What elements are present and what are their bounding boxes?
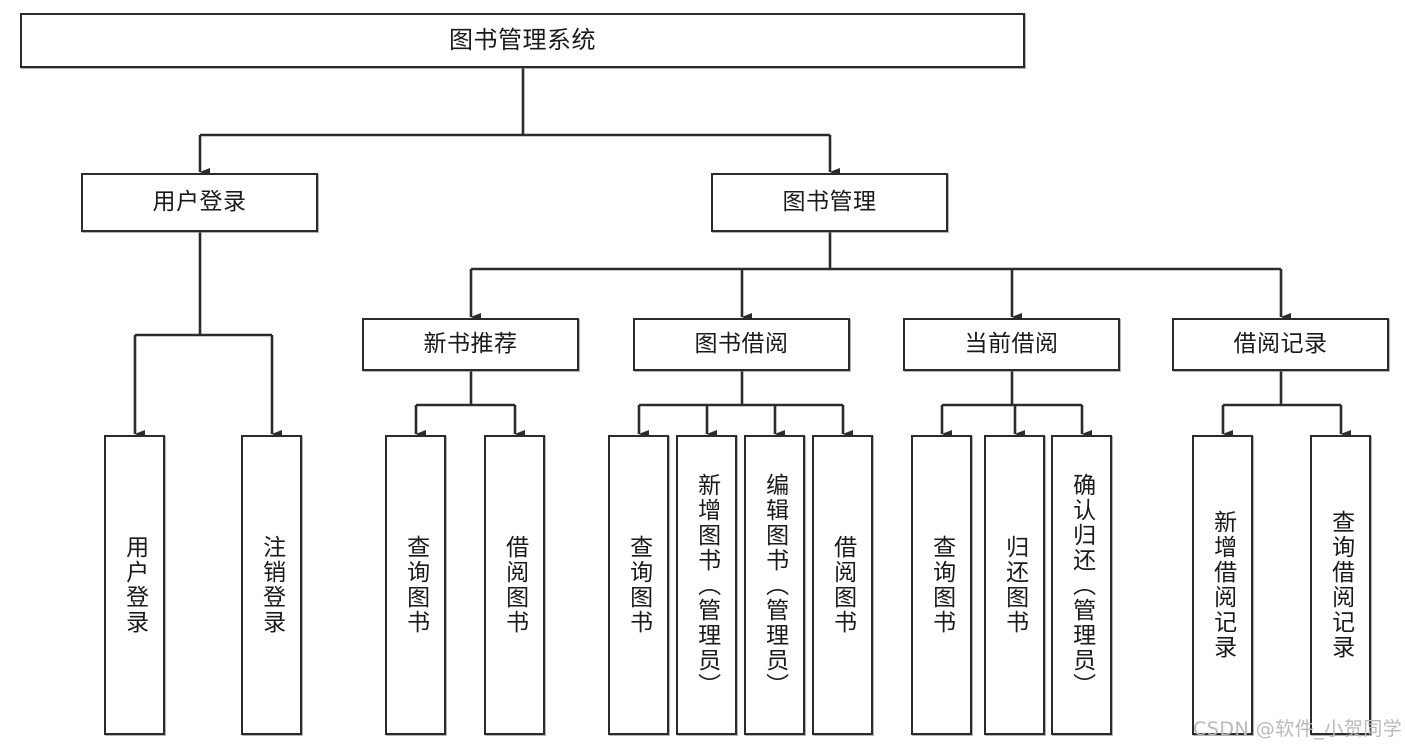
- node-label-borrow-record: 借阅记录: [1233, 330, 1328, 357]
- node-book-borrow[interactable]: 图书借阅: [633, 318, 850, 371]
- node-leaf-query-book-3[interactable]: 查询图书: [911, 435, 972, 735]
- node-label-leaf-query-book-1: 查询图书: [402, 535, 429, 635]
- node-book-manage[interactable]: 图书管理: [711, 173, 948, 232]
- node-leaf-borrow-book-2[interactable]: 借阅图书: [812, 435, 873, 735]
- node-root[interactable]: 图书管理系统: [20, 13, 1025, 68]
- node-label-current-borrow: 当前借阅: [964, 330, 1059, 357]
- node-label-leaf-query-book-2: 查询图书: [625, 535, 652, 635]
- node-label-leaf-borrow-book-2: 借阅图书: [829, 535, 856, 635]
- node-leaf-query-book-2[interactable]: 查询图书: [608, 435, 669, 735]
- node-leaf-query-record[interactable]: 查询借阅记录: [1310, 435, 1371, 735]
- node-leaf-return-book[interactable]: 归还图书: [984, 435, 1045, 735]
- node-leaf-add-record[interactable]: 新增借阅记录: [1192, 435, 1253, 735]
- node-label-leaf-add-book: 新增图书（管理员）: [693, 472, 720, 698]
- node-label-leaf-query-record: 查询借阅记录: [1327, 510, 1354, 660]
- node-leaf-user-logout[interactable]: 注销登录: [241, 435, 302, 735]
- node-label-leaf-add-record: 新增借阅记录: [1209, 510, 1236, 660]
- csdn-watermark: CSDN @软件_小贺同学: [1193, 718, 1403, 740]
- node-leaf-query-book-1[interactable]: 查询图书: [385, 435, 446, 735]
- node-label-leaf-edit-book: 编辑图书（管理员）: [761, 472, 788, 698]
- node-leaf-edit-book[interactable]: 编辑图书（管理员）: [744, 435, 805, 735]
- node-borrow-record[interactable]: 借阅记录: [1172, 318, 1389, 371]
- node-label-new-book-rec: 新书推荐: [423, 330, 518, 357]
- node-label-leaf-return-book: 归还图书: [1001, 535, 1028, 635]
- node-label-leaf-user-logout: 注销登录: [258, 535, 285, 635]
- node-label-book-borrow: 图书借阅: [694, 330, 789, 357]
- node-label-leaf-confirm-return: 确认归还（管理员）: [1068, 472, 1095, 698]
- node-user-login[interactable]: 用户登录: [81, 173, 318, 232]
- node-leaf-user-login[interactable]: 用户登录: [104, 435, 165, 735]
- node-label-root: 图书管理系统: [449, 26, 596, 55]
- node-label-book-manage: 图书管理: [782, 188, 877, 215]
- node-leaf-borrow-book-1[interactable]: 借阅图书: [484, 435, 545, 735]
- node-label-leaf-user-login: 用户登录: [121, 535, 148, 635]
- node-label-leaf-borrow-book-1: 借阅图书: [501, 535, 528, 635]
- node-new-book-rec[interactable]: 新书推荐: [362, 318, 579, 371]
- node-label-leaf-query-book-3: 查询图书: [928, 535, 955, 635]
- node-leaf-confirm-return[interactable]: 确认归还（管理员）: [1051, 435, 1112, 735]
- node-current-borrow[interactable]: 当前借阅: [903, 318, 1120, 371]
- node-label-user-login: 用户登录: [152, 188, 247, 215]
- node-leaf-add-book[interactable]: 新增图书（管理员）: [676, 435, 737, 735]
